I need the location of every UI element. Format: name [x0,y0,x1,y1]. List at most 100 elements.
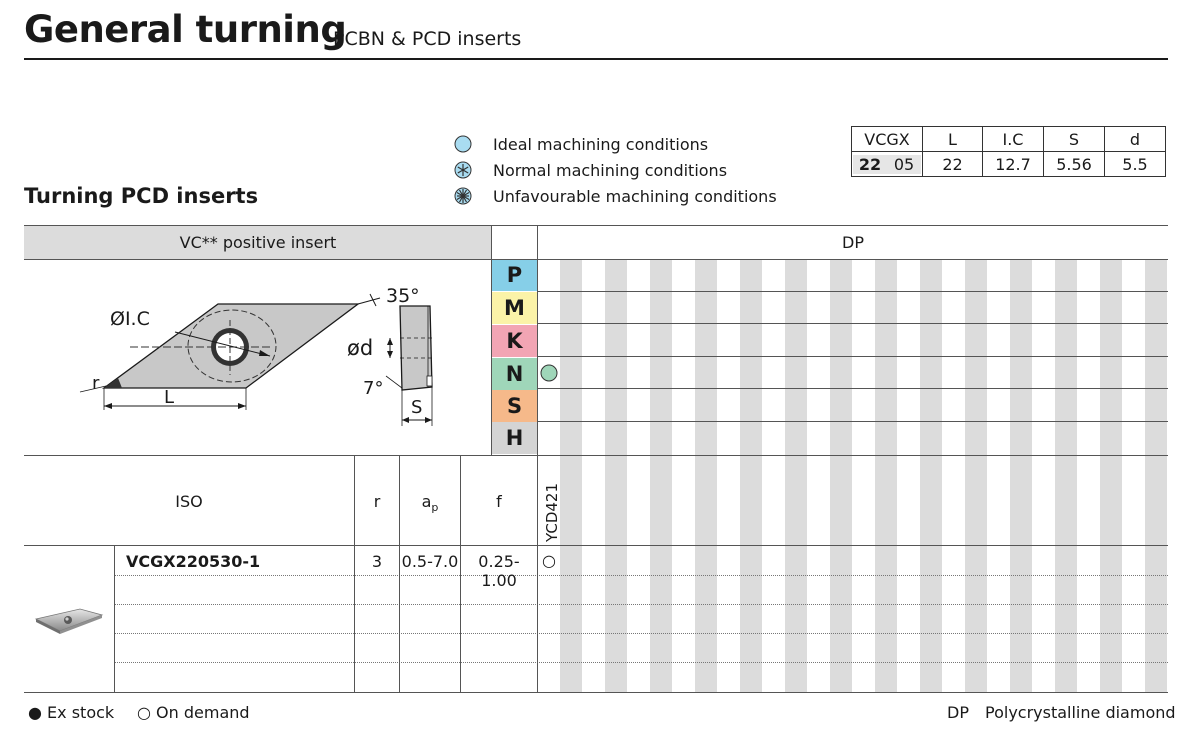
grade-column-stripe [1010,259,1032,692]
row-divider [115,575,1168,576]
col-rule [460,455,461,692]
unfavourable-snowflake-icon [454,187,472,205]
row-divider [115,662,1168,663]
grade-column-stripe [740,259,762,692]
spec-header: I.C [982,126,1044,152]
label-angle: 35° [386,285,420,307]
col-header-iso: ISO [175,492,203,511]
grade-column-stripe [1055,259,1077,692]
row-divider [115,633,1168,634]
grade-column-stripe [650,259,672,692]
material-k: K [492,325,537,357]
material-letter: N [505,362,524,386]
material-n: N [492,358,537,390]
table-rule [24,455,1168,456]
col-rule [114,545,115,692]
grade-column-stripe [965,259,987,692]
material-p: P [492,259,537,291]
col-rule [354,455,355,692]
material-letter: S [506,394,523,418]
legend-label: Unfavourable machining conditions [493,186,777,206]
legend-unfavourable: Unfavourable machining conditions [453,185,777,207]
spec-code-a: 22 [853,154,887,174]
table-rule [538,388,1168,389]
footer-on-demand: ○ On demand [137,703,250,722]
page-subtitle: PCBN & PCD inserts [333,28,522,50]
material-h: H [492,422,537,454]
grade-column-stripe [785,259,807,692]
section-title: Turning PCD inserts [24,184,259,208]
label-r: r [92,373,100,394]
material-letter: P [506,263,523,287]
spec-d: 5.5 [1104,151,1166,177]
col-header-f: f [496,492,502,511]
row-iso-code: VCGX220530-1 [126,552,261,571]
table-rule [24,259,1168,260]
table-rule [538,421,1168,422]
grade-column-stripe [1145,259,1167,692]
table-rule [538,356,1168,357]
footer-dp-abbr: DP [947,703,969,722]
spec-header: L [922,126,983,152]
table-rule [538,291,1168,292]
grade-column-stripe [560,259,582,692]
spec-l: 22 [922,151,983,177]
material-letter: H [505,426,524,450]
insert-header-band [24,226,492,259]
row-divider [115,604,1168,605]
row-availability: ○ [542,551,556,570]
legend-label: Ideal machining conditions [493,134,709,154]
spec-header: VCGX [851,126,923,152]
spec-code-b: 05 [887,154,921,174]
table-rule [24,545,1168,546]
material-s: S [492,390,537,422]
col-header-ap-main: a [421,492,432,511]
grade-column-stripe [830,259,852,692]
spec-header: S [1043,126,1105,152]
col-rule [537,225,538,692]
table-rule [24,692,1168,693]
grade-column-stripe [695,259,717,692]
row-r: 3 [371,552,383,571]
label-d: ød [347,336,374,360]
insert-thumbnail [34,608,104,634]
grade-column-stripe [1100,259,1122,692]
title-rule [24,58,1168,60]
label-l: L [164,387,175,408]
table-rule [24,225,1168,226]
col-header-ap-sub: p [431,501,439,515]
insert-header: VC** positive insert [179,233,337,252]
col-header-ap: ap [400,492,460,514]
row-ap: 0.5-7.0 [401,552,459,571]
spec-ic: 12.7 [982,151,1044,177]
legend-label: Normal machining conditions [493,160,728,180]
col-header-grade: YCD421 [543,483,561,542]
normal-snowflake-icon [454,161,472,179]
label-clearance: 7° [363,378,384,399]
page-title: General turning [24,8,347,51]
legend-ideal: Ideal machining conditions [453,133,708,155]
row-f: 0.25-1.00 [478,552,520,590]
col-header-r: r [373,492,381,511]
table-rule [538,323,1168,324]
label-s: S [411,397,423,418]
label-ic: ØI.C [110,308,150,330]
material-letter: M [504,296,525,320]
footer-dp-desc: Polycrystalline diamond [985,703,1176,722]
legend-normal: Normal machining conditions [453,159,727,181]
material-m: M [492,292,537,324]
insert-drawing [79,293,433,426]
grade-column-stripe [920,259,942,692]
footer-ex-stock: ● Ex stock [28,703,115,722]
col-rule [399,455,400,692]
ideal-circle-icon [454,135,472,153]
grade-column-stripe [875,259,897,692]
spec-header: d [1104,126,1166,152]
spec-s: 5.56 [1043,151,1105,177]
grade-column-stripe [605,259,627,692]
col-rule [491,225,492,455]
ideal-circle-icon [540,364,558,382]
material-letter: K [506,329,523,353]
